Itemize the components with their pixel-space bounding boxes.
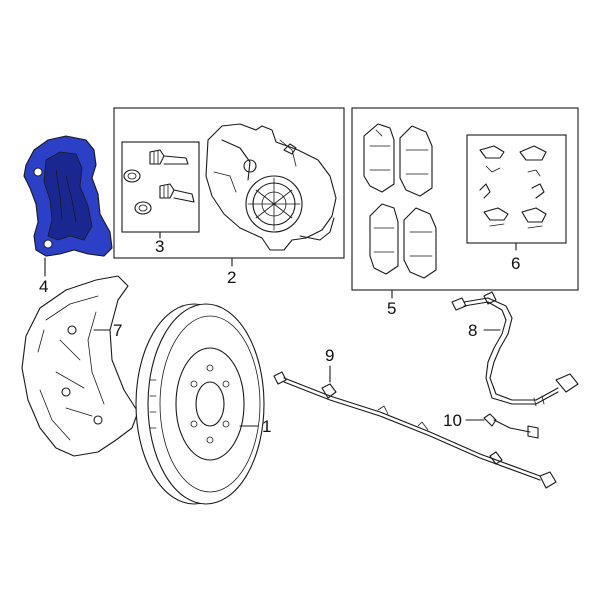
callout-4: 4	[39, 277, 48, 296]
caliper-part[interactable]	[205, 123, 337, 251]
callout-6: 6	[511, 254, 520, 273]
callout-8: 8	[468, 321, 477, 340]
caliper-bracket-shade	[43, 151, 93, 241]
brake-rotor-part[interactable]	[135, 303, 265, 505]
brake-wear-sensor-part[interactable]	[273, 371, 557, 489]
callout-7: 7	[113, 321, 122, 340]
callout-10: 10	[443, 411, 462, 430]
callout-3: 3	[155, 237, 164, 256]
splash-shield-part[interactable]	[21, 275, 139, 457]
callout-1: 1	[262, 417, 271, 436]
caliper-bracket-part[interactable]	[23, 135, 113, 257]
caliper-hardware-part[interactable]	[123, 149, 195, 215]
bracket-bolt-hole-upper	[33, 167, 43, 177]
abs-sensor-part[interactable]	[451, 291, 579, 407]
pad-hardware-part[interactable]	[479, 145, 547, 229]
callout-5: 5	[387, 299, 396, 318]
bracket-bolt-hole-lower	[43, 239, 53, 249]
sensor-clip-part[interactable]	[483, 413, 539, 439]
callout-9: 9	[325, 346, 334, 365]
pad-hardware-subgroup-box	[466, 134, 567, 244]
callout-2: 2	[227, 268, 236, 287]
brake-pads-part[interactable]	[363, 123, 437, 279]
pads-group-box	[351, 107, 579, 291]
caliper-group-box	[113, 107, 345, 259]
